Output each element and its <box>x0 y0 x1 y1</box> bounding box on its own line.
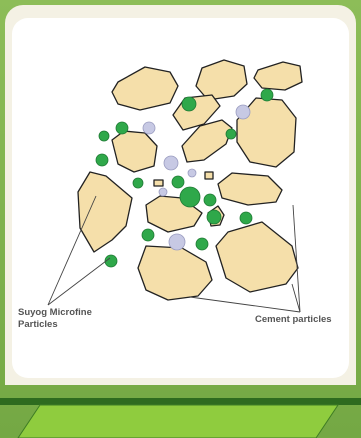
cement-particle <box>196 60 247 100</box>
cement-particles-label: Cement particles <box>255 314 332 326</box>
microfine-particle <box>105 255 117 267</box>
banner-dark-stripe <box>0 398 361 405</box>
cement-particle <box>254 62 302 90</box>
bottom-banner <box>0 398 361 438</box>
cement-particle <box>112 67 178 110</box>
cement-particle <box>218 173 282 205</box>
microfine-particle <box>207 210 221 224</box>
cement-particle <box>112 131 157 172</box>
microfine-particle <box>261 89 273 101</box>
microfine-particle <box>172 176 184 188</box>
microfine-particle <box>180 187 200 207</box>
microfine-particle <box>196 238 208 250</box>
microfine-particle <box>142 229 154 241</box>
microfine-particle <box>204 194 216 206</box>
leader-line-suyog <box>48 196 96 305</box>
banner-tab <box>18 405 338 438</box>
microfine-particle <box>226 129 236 139</box>
microfine-particle <box>133 178 143 188</box>
void-particle <box>159 188 167 196</box>
microfine-particle <box>96 154 108 166</box>
suyog-microfine-label: Suyog Microfine Particles <box>18 307 92 331</box>
void-particle <box>169 234 185 250</box>
void-particle <box>143 122 155 134</box>
microfine-particle <box>240 212 252 224</box>
microfine-particle <box>99 131 109 141</box>
leader-line-cement <box>190 297 300 312</box>
cement-particle-small <box>154 180 163 186</box>
void-particle <box>236 105 250 119</box>
cement-particle-small <box>205 172 213 179</box>
leader-line-suyog <box>48 258 110 305</box>
void-particle <box>188 169 196 177</box>
cement-particle <box>138 246 212 300</box>
cement-particle <box>78 172 132 252</box>
cement-particle <box>216 222 298 292</box>
microfine-particle <box>182 97 196 111</box>
suyog-label-line2: Particles <box>18 319 92 331</box>
suyog-label-line1: Suyog Microfine <box>18 307 92 319</box>
microfine-particle <box>116 122 128 134</box>
void-particle <box>164 156 178 170</box>
